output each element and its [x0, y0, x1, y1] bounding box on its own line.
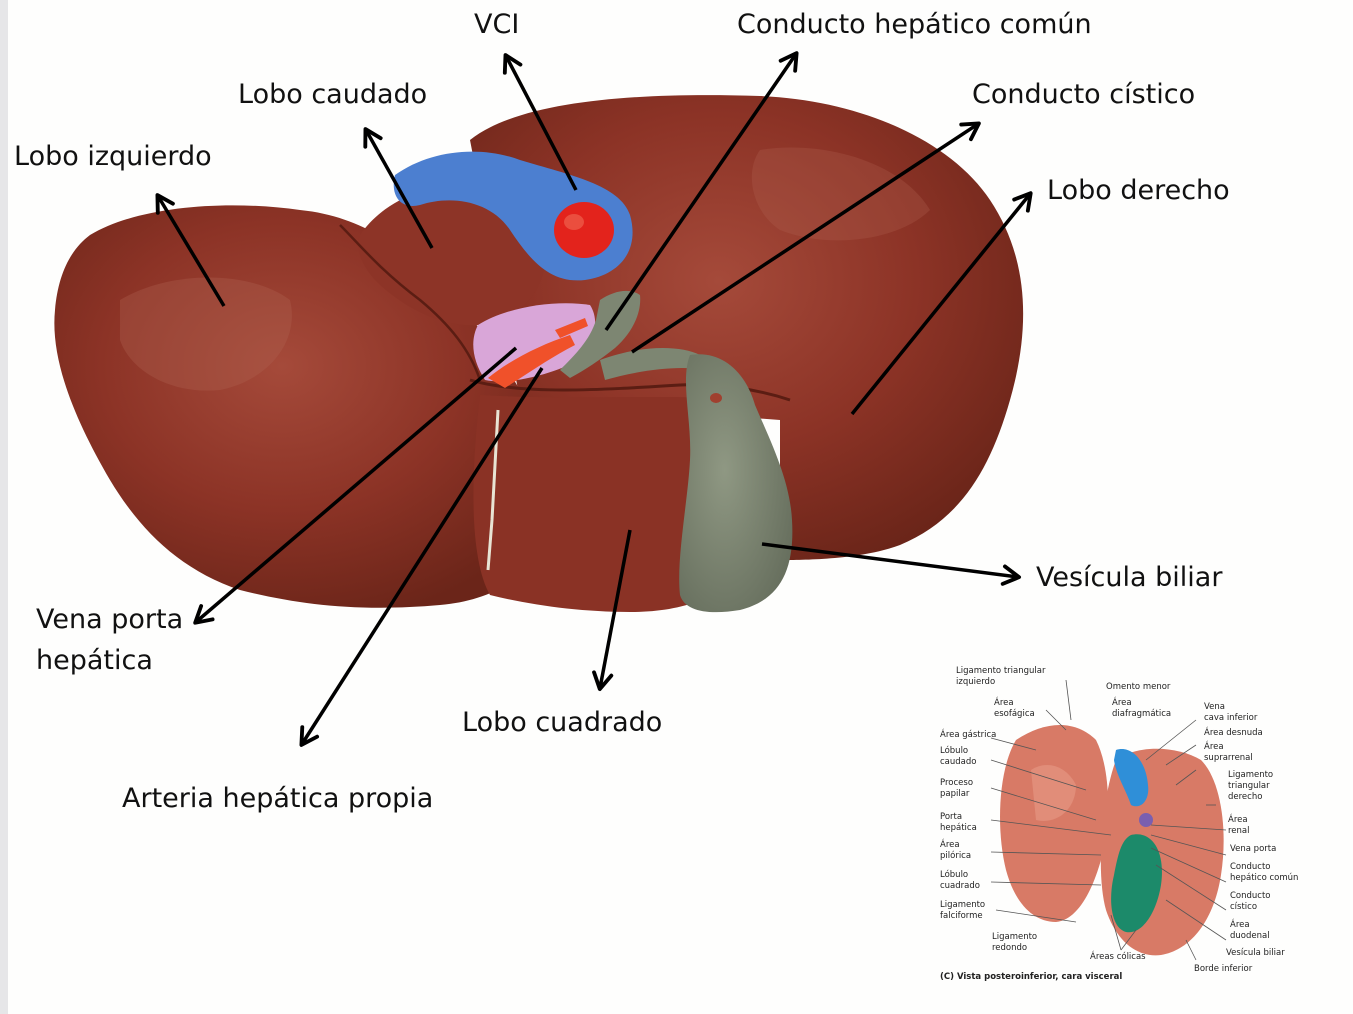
inset-left-label-12: pilórica — [940, 851, 971, 861]
inset-left-label-14: cuadrado — [940, 881, 980, 891]
ivc-lumen-highlight — [564, 214, 584, 230]
inset-right-label-12: hepático común — [1230, 873, 1298, 883]
label-lobo-caudado: Lobo caudado — [238, 74, 427, 115]
inset-left-label-18: redondo — [992, 943, 1027, 953]
inset-right-label-5: Ligamento — [1228, 770, 1273, 780]
inset-bottom-label-0: Áreas cólicas — [1090, 952, 1146, 962]
inset-right-label-3: Área — [1204, 742, 1224, 752]
inset-left-label-6: caudado — [940, 757, 976, 767]
gallbladder-spot — [710, 393, 722, 403]
inset-left-label-2: Área — [994, 698, 1014, 708]
inset-right-label-8: Área — [1228, 815, 1248, 825]
inset-left-label-13: Lóbulo — [940, 870, 968, 880]
inset-left-label-8: papilar — [940, 789, 969, 799]
label-vci: VCI — [474, 4, 519, 45]
label-vena-porta-line2: hepática — [36, 640, 153, 681]
inset-left-label-1: izquierdo — [956, 677, 995, 687]
inset-right-label-15: Área — [1230, 920, 1250, 930]
label-vena-porta-line1: Vena porta — [36, 599, 183, 640]
inset-top-label-0: Omento menor — [1106, 682, 1170, 692]
inset-top-label-1: Área — [1112, 698, 1132, 708]
inset-left-label-10: hepática — [940, 823, 977, 833]
inset-left-label-17: Ligamento — [992, 932, 1037, 942]
inset-top-label-2: diafragmática — [1112, 709, 1171, 719]
inset-right-label-18: Borde inferior — [1194, 964, 1252, 974]
inset-right-label-7: derecho — [1228, 792, 1262, 802]
inset-left-label-0: Ligamento triangular — [956, 666, 1045, 676]
inset-portal — [1139, 813, 1153, 827]
ivc-red-lumen — [554, 202, 614, 258]
label-lobo-cuadrado: Lobo cuadrado — [462, 702, 662, 743]
inset-right-label-10: Vena porta — [1230, 844, 1276, 854]
arrow-vesicula-biliar — [762, 544, 1018, 577]
inset-right-label-17: Vesícula biliar — [1226, 948, 1285, 958]
inset-right-label-9: renal — [1228, 826, 1250, 836]
inset-right-label-14: cístico — [1230, 902, 1257, 912]
inset-left-label-11: Área — [940, 840, 960, 850]
inset-right-label-11: Conducto — [1230, 862, 1271, 872]
inset-left-label-16: falciforme — [940, 911, 983, 921]
inset-reference-figure: Ligamento triangular izquierdo Área esof… — [936, 660, 1308, 990]
inset-right-label-6: triangular — [1228, 781, 1270, 791]
inset-left-label-4: Área gástrica — [940, 730, 996, 740]
inset-right-label-13: Conducto — [1230, 891, 1271, 901]
inset-left-label-3: esofágica — [994, 709, 1035, 719]
inset-left-label-9: Porta — [940, 812, 962, 822]
inset-right-label-2: Área desnuda — [1204, 728, 1263, 738]
label-conducto-cistico: Conducto cístico — [972, 74, 1195, 115]
label-lobo-derecho: Lobo derecho — [1047, 170, 1230, 211]
label-conducto-hepatico-comun: Conducto hepático común — [737, 4, 1092, 45]
label-vesicula-biliar: Vesícula biliar — [1036, 557, 1222, 598]
inset-caption: (C) Vista posteroinferior, cara visceral — [940, 972, 1122, 982]
inset-right-label-16: duodenal — [1230, 931, 1270, 941]
inset-left-label-15: Ligamento — [940, 900, 985, 910]
label-lobo-izquierdo: Lobo izquierdo — [14, 136, 212, 177]
label-arteria-hepatica-propia: Arteria hepática propia — [122, 778, 433, 819]
inset-right-label-0: Vena — [1204, 702, 1225, 712]
inset-left-label-5: Lóbulo — [940, 746, 968, 756]
inset-left-label-7: Proceso — [940, 778, 973, 788]
inset-right-label-1: cava inferior — [1204, 713, 1257, 723]
inset-right-label-4: suprarrenal — [1204, 753, 1253, 763]
